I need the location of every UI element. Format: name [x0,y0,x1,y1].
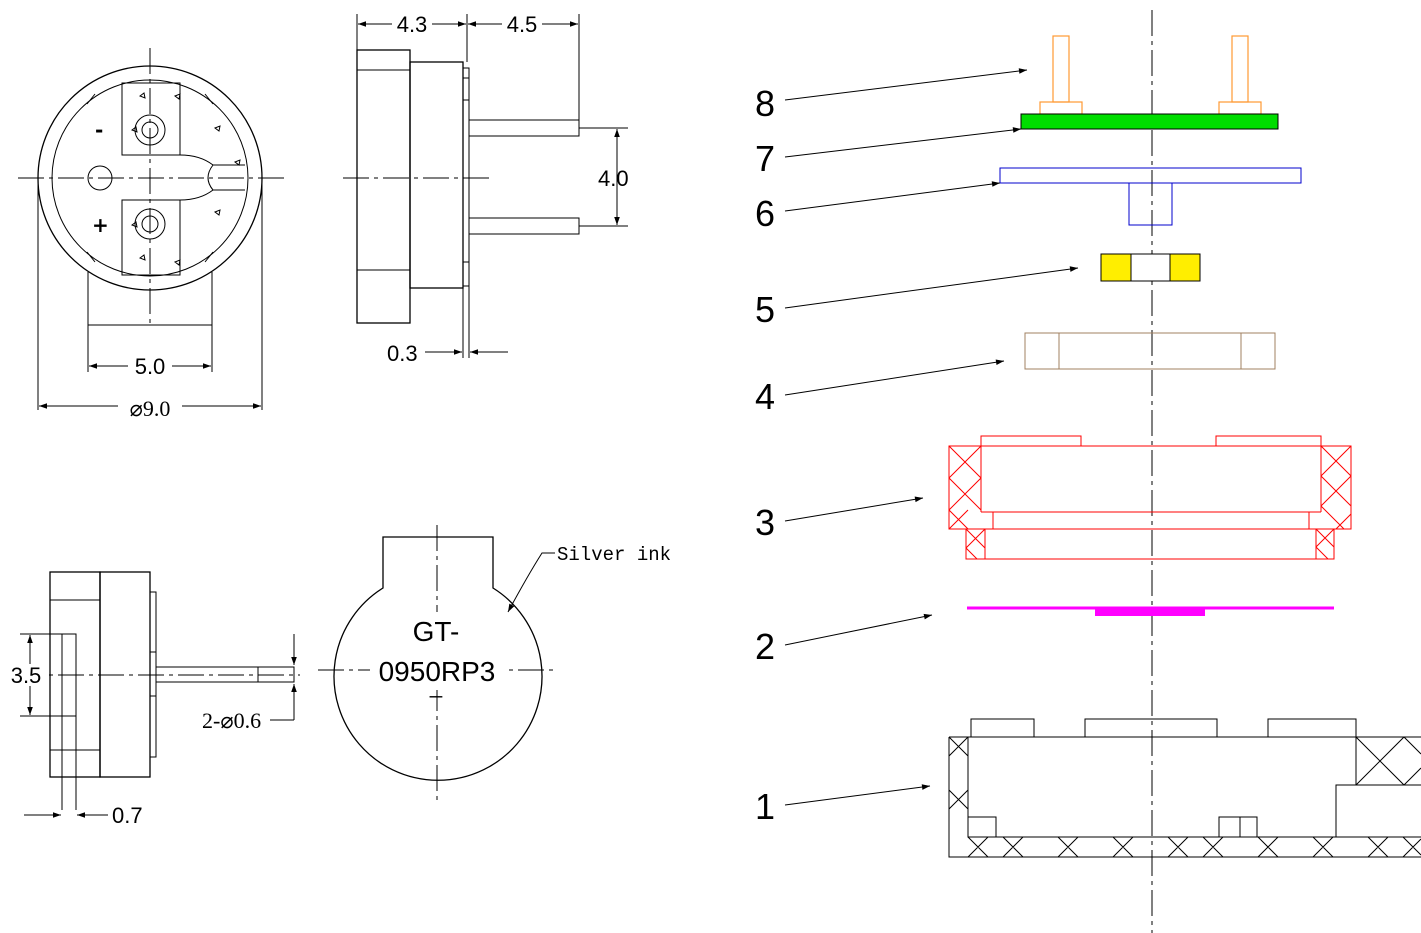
marking-line1: GT- [413,616,460,647]
part-label-7: 7 [755,138,775,179]
plus-label: + [92,213,109,237]
exploded-view: 8 7 6 5 4 3 2 1 [755,10,1421,933]
part-7-pcb [1020,113,1279,130]
dim-depth-label: 4.3 [397,12,428,37]
part-2-diaphragm [967,606,1334,616]
part-8-pins [1039,35,1262,115]
part-4-magnet [1024,332,1276,370]
part-label-5: 5 [755,289,775,330]
part-label-4: 4 [755,376,775,417]
part-5-coil [1100,253,1201,282]
part-6-spacer [999,167,1302,226]
dim-pin-spacing-label: 4.0 [598,166,629,191]
front-view: - + 5.0 ⌀9.0 [18,48,285,421]
part-label-6: 6 [755,193,775,234]
dim-thickness-label: 0.3 [387,341,418,366]
bottom-side-view: 3.5 2-⌀0.6 0.7 [8,571,300,828]
top-view: GT- 0950RP3 _ Silver ink [318,525,671,805]
side-view: 4.3 4.5 4.0 0.3 [343,12,629,366]
part-label-2: 2 [755,626,775,667]
part-3-housing [948,435,1352,560]
part-label-8: 8 [755,83,775,124]
silver-ink-callout: Silver ink [557,544,671,566]
marking-line2: 0950RP3 [379,656,496,687]
minus-label: - [95,118,103,142]
leader-lines [784,68,1079,806]
part-label-3: 3 [755,502,775,543]
dim-offset-label: 0.7 [112,803,143,828]
part-1-base [948,718,1421,858]
dim-pin-length-label: 4.5 [507,12,538,37]
dim-width-label: 5.0 [135,354,166,379]
part-label-1: 1 [755,786,775,827]
dim-diameter-label: ⌀9.0 [130,396,171,421]
dim-pin-label: 2-⌀0.6 [202,708,261,733]
dim-height-label: 3.5 [11,663,42,688]
marking-dash: _ [429,673,443,698]
